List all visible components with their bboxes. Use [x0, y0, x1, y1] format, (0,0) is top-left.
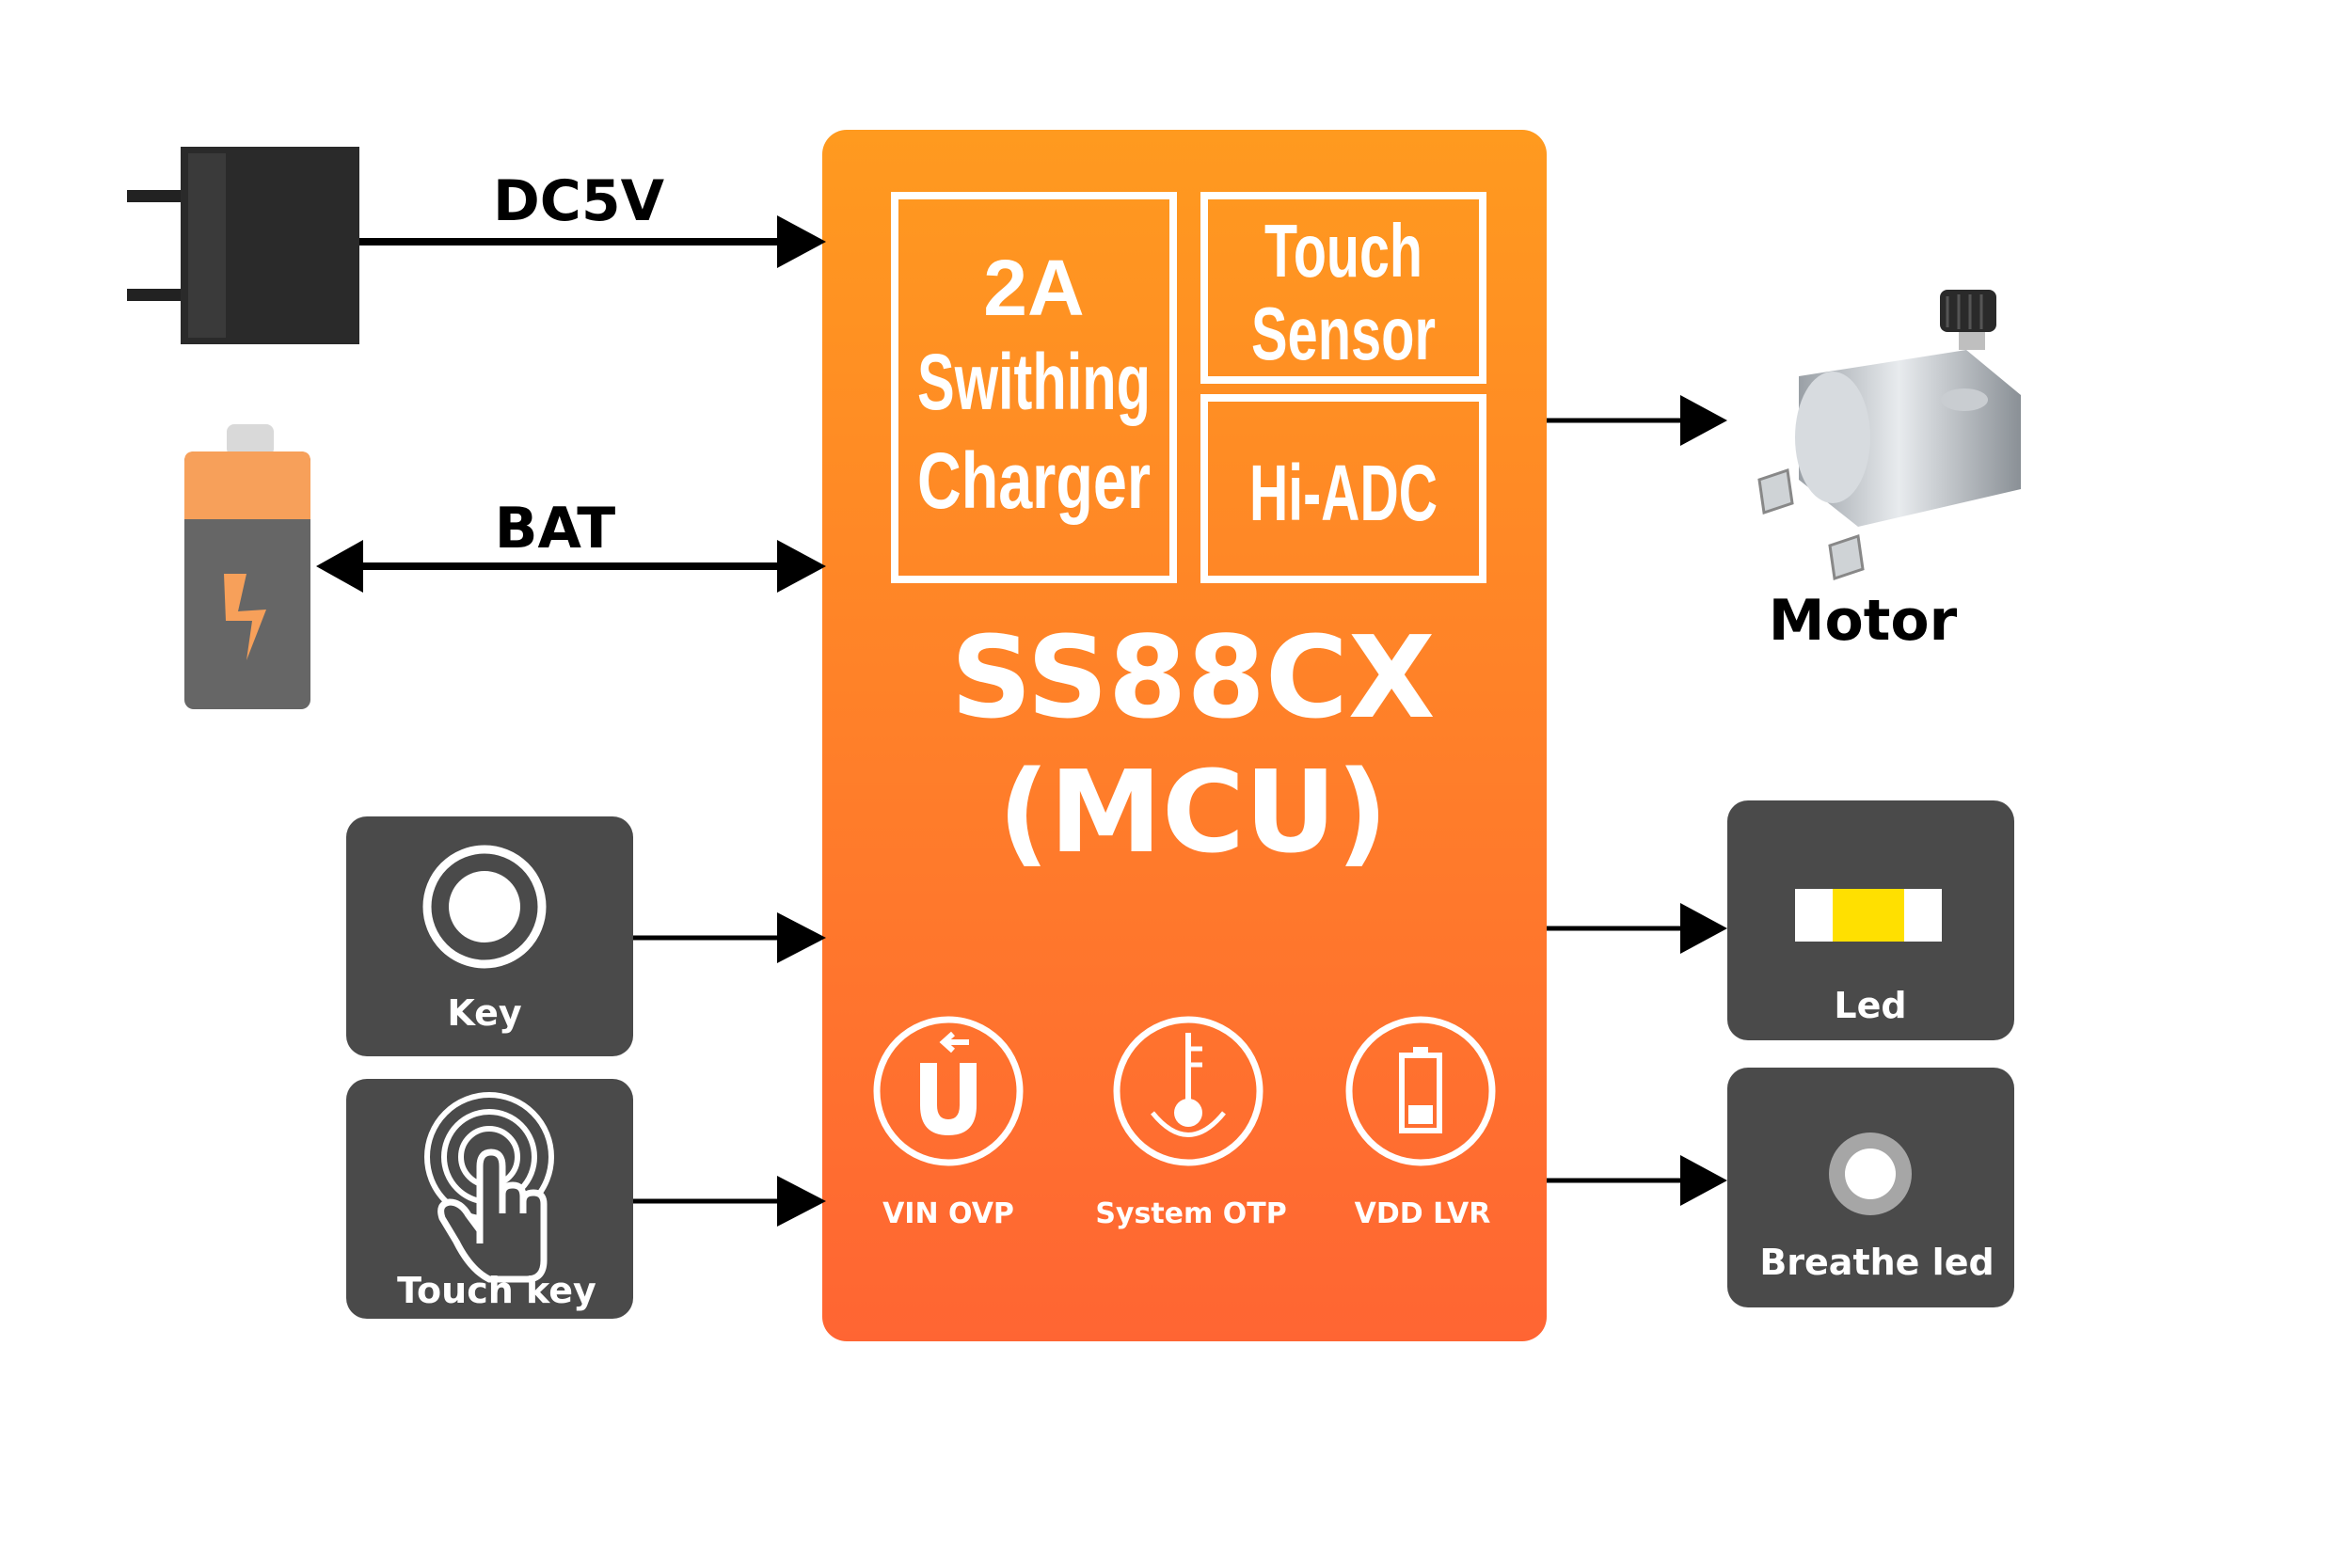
breathe-led-label: Breathe led	[1759, 1242, 1994, 1283]
key-label: Key	[447, 992, 522, 1034]
hi-adc-block: Hi-ADC	[1200, 394, 1486, 583]
breathe-led-tile: Breathe led	[1727, 1068, 2014, 1307]
mcu-title: SS88CX	[950, 613, 1435, 744]
motor-label: Motor	[1769, 588, 1958, 654]
breathe-led-icon	[1829, 1132, 1912, 1215]
protection-system-otp: System OTP	[1095, 1016, 1287, 1230]
button-icon	[422, 845, 547, 969]
plug-adapter-icon	[127, 147, 359, 344]
charger-line2: Swithing	[917, 338, 1151, 426]
motor-arrow	[1547, 395, 1727, 446]
thermometer-icon	[1151, 1033, 1226, 1137]
bat-arrow	[316, 540, 826, 593]
protection-vin-ovp: VIN OVP	[873, 1016, 1024, 1230]
battery-icon	[184, 424, 310, 709]
touch-sensor-line1: Touch	[1264, 209, 1422, 293]
dc-arrow	[359, 215, 826, 268]
motor-icon	[1757, 290, 2021, 580]
mcu-subtitle: (MCU)	[998, 748, 1389, 879]
bat-label: BAT	[495, 496, 616, 562]
touch-key-label: Touch key	[397, 1270, 596, 1311]
led-chip-icon	[1795, 889, 1942, 942]
touch-sensor-block: Touch Sensor	[1200, 192, 1486, 384]
led-arrow	[1547, 903, 1727, 954]
touch-key-arrow	[633, 1176, 826, 1227]
charger-line1: 2A	[983, 244, 1084, 332]
touch-key-tile: Touch key	[346, 1079, 633, 1319]
led-label: Led	[1834, 985, 1906, 1026]
charger-block: 2A Swithing Charger	[891, 192, 1177, 583]
hi-adc-label: Hi-ADC	[1249, 449, 1438, 537]
touch-finger-icon	[424, 1092, 554, 1283]
protection-label: VDD LVR	[1355, 1197, 1491, 1230]
mcu-block: 2A Swithing Charger Touch Sensor Hi-ADC …	[822, 130, 1547, 1341]
dc-label: DC5V	[493, 168, 665, 234]
touch-sensor-line2: Sensor	[1251, 292, 1436, 375]
protection-label: VIN OVP	[882, 1197, 1014, 1230]
led-tile: Led	[1727, 800, 2014, 1040]
protection-vdd-lvr: VDD LVR	[1345, 1016, 1496, 1230]
magnet-icon	[920, 1031, 977, 1135]
key-arrow	[633, 912, 826, 963]
protection-label: System OTP	[1095, 1197, 1286, 1230]
key-tile: Key	[346, 816, 633, 1056]
charger-line3: Charger	[917, 436, 1151, 525]
battery-low-icon	[1399, 1047, 1442, 1133]
breathe-led-arrow	[1547, 1155, 1727, 1206]
